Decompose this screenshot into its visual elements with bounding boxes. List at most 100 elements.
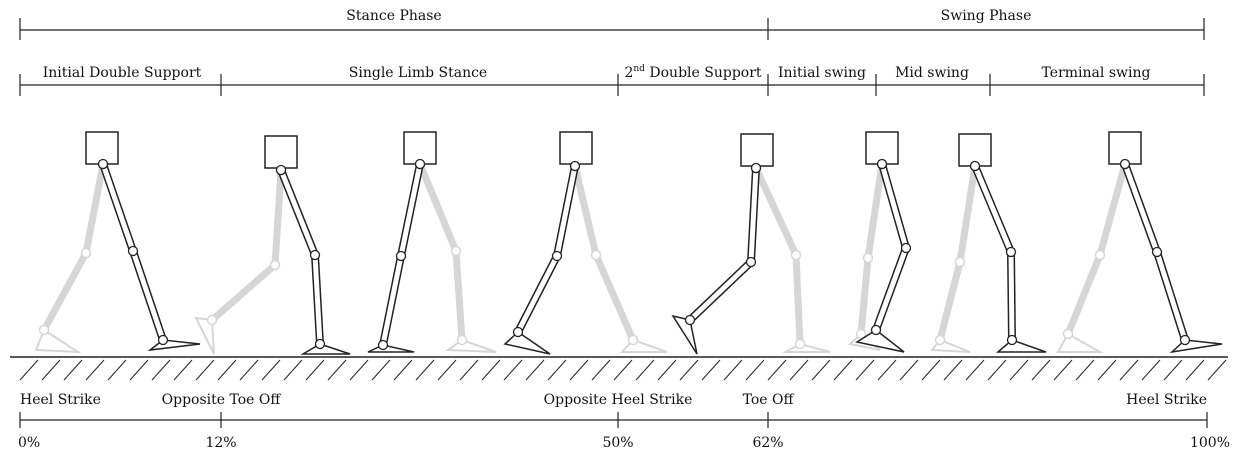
hatch-mark xyxy=(1031,359,1051,381)
joint-marker xyxy=(127,245,139,257)
hatch-mark xyxy=(173,359,193,381)
swing-phase-label: Swing Phase xyxy=(941,8,1032,24)
hatch-mark xyxy=(1097,359,1117,381)
joint-marker xyxy=(684,314,696,326)
active-leg xyxy=(855,158,912,353)
walker-figure-6 xyxy=(847,131,912,353)
hatch-mark xyxy=(987,359,1007,381)
hatch-mark xyxy=(899,359,919,381)
hatch-mark xyxy=(63,359,83,381)
hatch-mark xyxy=(679,359,699,381)
hip-joint xyxy=(750,162,762,174)
hatch-mark xyxy=(833,359,853,381)
walker-figure-3 xyxy=(367,131,497,353)
joint-marker xyxy=(1179,334,1191,346)
trunk-box xyxy=(1108,131,1142,165)
event-opposite-toe-off: Opposite Toe Off xyxy=(162,392,282,408)
hatch-mark xyxy=(327,359,347,381)
hatch-mark xyxy=(745,359,765,381)
subphase-terminal-swing: Terminal swing xyxy=(1042,65,1151,81)
ghost-leg xyxy=(1056,160,1129,353)
hatch-mark xyxy=(569,359,589,381)
hatch-mark xyxy=(239,359,259,381)
hatch-mark xyxy=(19,359,39,381)
phase-bar xyxy=(19,18,1205,40)
hatch-mark xyxy=(591,359,611,381)
hatch-mark xyxy=(921,359,941,381)
trunk-box xyxy=(403,131,437,165)
percent-62: 62% xyxy=(752,435,783,451)
joint-marker xyxy=(1005,246,1017,258)
ghost-leg xyxy=(34,160,107,354)
trunk-box xyxy=(740,133,774,167)
joint-marker xyxy=(870,324,882,336)
hatch-mark xyxy=(701,359,721,381)
joint-marker xyxy=(377,339,389,351)
hatch-mark xyxy=(437,359,457,381)
subphase-initial-swing: Initial swing xyxy=(778,65,866,81)
hatch-mark xyxy=(855,359,875,381)
event-opposite-heel-strike: Opposite Heel Strike xyxy=(544,392,693,408)
percent-50: 50% xyxy=(602,435,633,451)
hatch-mark xyxy=(503,359,523,381)
active-leg xyxy=(275,164,351,355)
walker-figure-1 xyxy=(34,131,201,354)
hatch-mark xyxy=(107,359,127,381)
percent-100: 100% xyxy=(1190,435,1230,451)
hatch-mark xyxy=(459,359,479,381)
hatch-mark xyxy=(481,359,501,381)
subphase-initial-double-support: Initial Double Support xyxy=(43,65,202,81)
hatch-mark xyxy=(129,359,149,381)
hatch-mark xyxy=(217,359,237,381)
ground-hatching xyxy=(19,359,1227,381)
hatch-mark xyxy=(283,359,303,381)
hip-joint xyxy=(1119,158,1131,170)
hatch-mark xyxy=(943,359,963,381)
hip-joint xyxy=(414,158,426,170)
hatch-mark xyxy=(767,359,787,381)
ghost-leg xyxy=(194,166,285,355)
walker-figure-4 xyxy=(503,131,668,355)
joint-marker xyxy=(395,250,407,262)
subphase-single-limb-stance: Single Limb Stance xyxy=(349,65,487,81)
hatch-mark xyxy=(723,359,743,381)
hatch-mark xyxy=(415,359,435,381)
hip-joint xyxy=(569,160,581,172)
hatch-mark xyxy=(789,359,809,381)
stance-phase-label: Stance Phase xyxy=(346,8,441,24)
joint-marker xyxy=(900,242,912,254)
subphase-bar xyxy=(19,74,1205,96)
active-leg xyxy=(969,160,1047,353)
walker-figure-5 xyxy=(671,133,831,355)
hatch-mark xyxy=(393,359,413,381)
active-leg xyxy=(97,158,201,352)
hatch-mark xyxy=(1119,359,1139,381)
hatch-mark xyxy=(261,359,281,381)
hatch-mark xyxy=(811,359,831,381)
hatch-mark xyxy=(1009,359,1029,381)
walker-figure-7 xyxy=(930,133,1047,353)
hatch-mark xyxy=(349,359,369,381)
hatch-mark xyxy=(85,359,105,381)
subphase-mid-swing: Mid swing xyxy=(895,65,969,81)
active-leg xyxy=(503,160,581,355)
ghost-leg xyxy=(416,160,497,353)
walker-figure-8 xyxy=(1056,131,1223,354)
hip-joint xyxy=(275,164,287,176)
hip-joint xyxy=(969,160,981,172)
trunk-box xyxy=(264,135,298,169)
event-heel-strike-end: Heel Strike xyxy=(1126,392,1207,408)
ghost-leg xyxy=(752,164,831,353)
trunk-box xyxy=(958,133,992,167)
hatch-mark xyxy=(1141,359,1161,381)
event-toe-off: Toe Off xyxy=(743,392,795,408)
hatch-mark xyxy=(305,359,325,381)
hatch-mark xyxy=(613,359,633,381)
joint-marker xyxy=(314,338,326,350)
active-leg xyxy=(671,162,762,355)
hatch-mark xyxy=(41,359,61,381)
hatch-mark xyxy=(877,359,897,381)
event-heel-strike-start: Heel Strike xyxy=(20,392,101,408)
percent-12: 12% xyxy=(205,435,236,451)
